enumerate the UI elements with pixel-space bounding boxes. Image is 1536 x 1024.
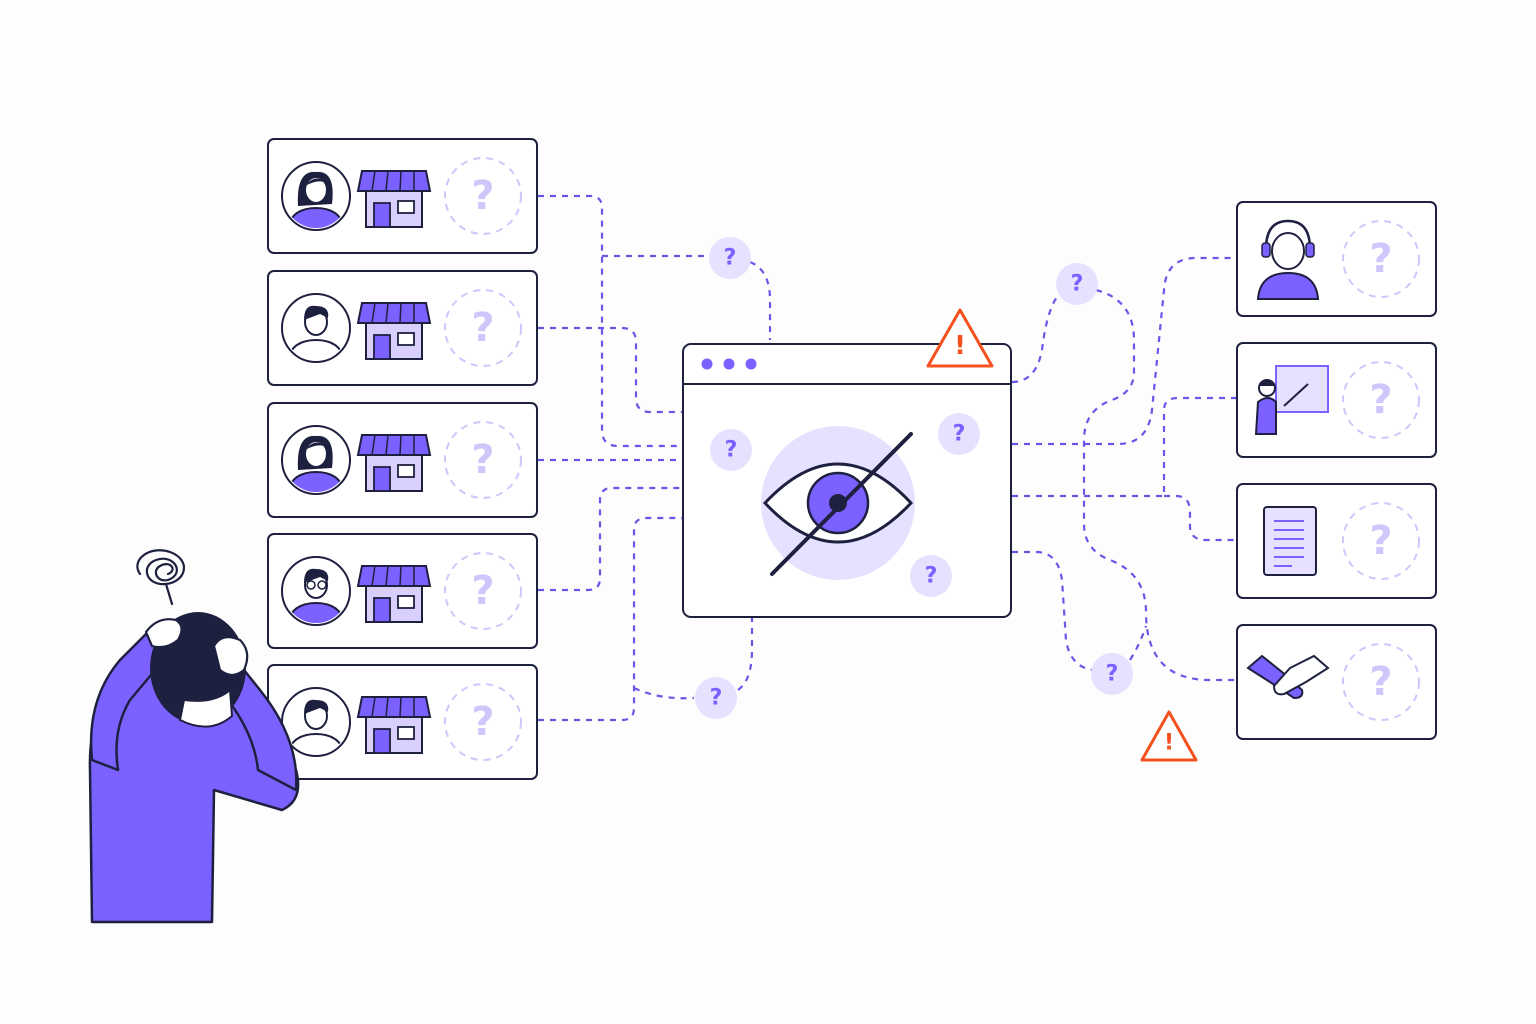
man-avatar-icon [281, 687, 351, 757]
placeholder-question-mark: ? [1369, 659, 1392, 705]
placeholder-question-mark: ? [471, 568, 494, 614]
question-bubble: ? [1091, 653, 1133, 695]
placeholder-question-mark: ? [1369, 518, 1392, 564]
service-card: ? [1236, 624, 1437, 740]
connector-right-top [1011, 289, 1065, 384]
connector-left-1 [538, 194, 682, 448]
connector-left-5 [538, 516, 682, 722]
support-agent-headset-icon [1256, 219, 1320, 300]
center-browser-window [682, 343, 1012, 618]
warning-icon-lower: ! [1140, 710, 1198, 762]
storefront-icon [356, 434, 432, 492]
unknown-placeholder: ? [1342, 220, 1420, 298]
confused-person-holding-head-icon [88, 549, 300, 924]
question-bubble: ? [1056, 263, 1098, 305]
connector-right-4b [1129, 625, 1148, 661]
confusion-scribble-icon [136, 549, 186, 606]
connector-right-top2 [1082, 288, 1236, 682]
left-card-list: ????? [267, 138, 538, 780]
placeholder-question-mark: ? [471, 437, 494, 483]
connector-right-4 [1012, 550, 1093, 672]
question-mark: ? [724, 246, 737, 271]
customer-card: ? [267, 402, 538, 518]
question-mark: ? [725, 438, 738, 463]
connector-left-2 [538, 326, 682, 414]
window-dot-3 [745, 358, 757, 370]
customer-card: ? [267, 533, 538, 649]
connector-left-5b [633, 687, 695, 700]
window-dot-2 [723, 358, 735, 370]
customer-card: ? [267, 138, 538, 254]
woman-long-hair-avatar-icon [281, 161, 351, 231]
warning-mark: ! [954, 331, 966, 361]
connector-right-1 [1012, 256, 1236, 446]
customer-card: ? [267, 270, 538, 386]
question-bubble: ? [710, 429, 752, 471]
woman-avatar-icon [281, 425, 351, 495]
dashed-connectors [538, 194, 1236, 722]
connector-center-bottom [737, 618, 754, 691]
eye-crossed-out-icon [761, 426, 915, 580]
handshake-icon [1246, 654, 1330, 700]
question-mark: ? [925, 564, 938, 589]
question-bubble: ? [695, 677, 737, 719]
question-mark: ? [1106, 662, 1119, 687]
storefront-icon [356, 696, 432, 754]
unknown-placeholder: ? [1342, 643, 1420, 721]
document-icon [1263, 506, 1317, 576]
storefront-icon [356, 302, 432, 360]
storefront-icon [356, 170, 432, 228]
placeholder-question-mark: ? [471, 305, 494, 351]
unknown-placeholder: ? [1342, 502, 1420, 580]
warning-mark: ! [1164, 731, 1174, 756]
question-bubble: ? [709, 237, 751, 279]
placeholder-question-mark: ? [1369, 236, 1392, 282]
unknown-placeholder: ? [1342, 361, 1420, 439]
service-card: ? [1236, 342, 1437, 458]
connector-left-4 [538, 486, 682, 592]
connector-left-1c [749, 260, 772, 340]
unknown-placeholder: ? [444, 289, 522, 367]
placeholder-question-mark: ? [1369, 377, 1392, 423]
service-card: ? [1236, 201, 1437, 317]
unknown-placeholder: ? [444, 157, 522, 235]
question-mark: ? [1071, 272, 1084, 297]
connector-right-3 [1164, 494, 1236, 542]
placeholder-question-mark: ? [471, 699, 494, 745]
person-right-hand [212, 635, 249, 677]
question-mark: ? [710, 686, 723, 711]
person-left-hand [144, 618, 183, 649]
service-card: ? [1236, 483, 1437, 599]
presenter-whiteboard-icon [1254, 365, 1329, 435]
storefront-icon [356, 565, 432, 623]
question-bubble: ? [910, 555, 952, 597]
question-bubbles: ??????? [695, 237, 1133, 719]
question-mark: ? [953, 422, 966, 447]
window-dot-1 [701, 358, 713, 370]
unknown-placeholder: ? [444, 421, 522, 499]
connector-right-2 [1012, 396, 1236, 498]
warning-icon: ! [926, 308, 994, 368]
right-card-list: ???? [1236, 201, 1437, 740]
customer-card: ? [267, 664, 538, 780]
placeholder-question-mark: ? [471, 173, 494, 219]
question-bubble: ? [938, 413, 980, 455]
unknown-placeholder: ? [444, 683, 522, 761]
unknown-placeholder: ? [444, 552, 522, 630]
